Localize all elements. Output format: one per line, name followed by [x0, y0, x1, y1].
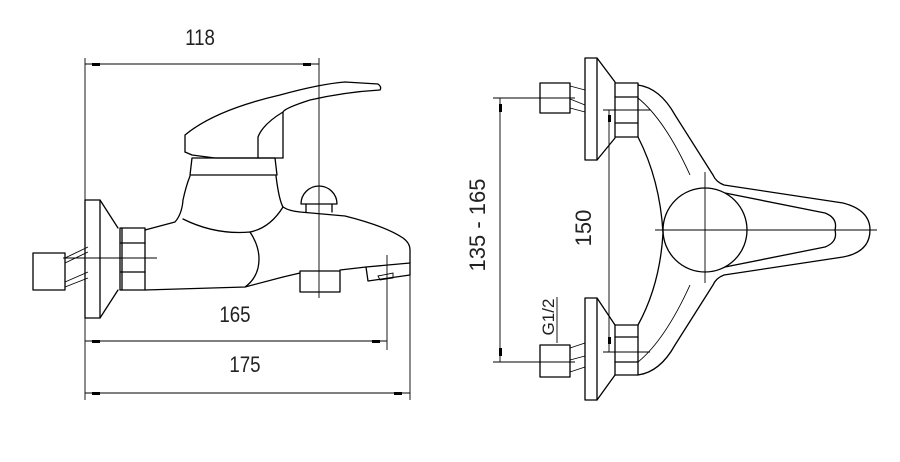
side-view: 118 165 175 [32, 27, 411, 400]
dim-118-label: 118 [185, 27, 215, 51]
dimension-135-165: 135 - 165 [465, 97, 575, 363]
dim-165-label: 165 [219, 304, 250, 328]
side-body [144, 175, 411, 291]
side-wall-flange [84, 199, 119, 319]
top-hot-connection [539, 57, 639, 161]
dim-150-label: 150 [571, 210, 596, 247]
top-view: 135 - 165 150 G1/2 [465, 57, 877, 401]
thread-label: G1/2 [539, 299, 558, 336]
top-centerlines [655, 172, 877, 283]
side-aerator [365, 262, 411, 282]
side-outlet-box [299, 270, 341, 293]
dimension-175: 175 [85, 263, 411, 400]
dim-175-label: 175 [229, 354, 260, 378]
dim-135-165-label: 135 - 165 [465, 179, 490, 272]
dimension-165: 165 [85, 255, 388, 350]
dimension-150: 150 [571, 109, 650, 353]
side-nut [119, 227, 146, 291]
side-diverter-knob [300, 185, 338, 213]
side-inlet-pipe [32, 246, 89, 291]
top-cold-connection [539, 297, 639, 401]
side-lever-handle [184, 81, 382, 159]
side-collar [189, 157, 278, 176]
thread-annotation: G1/2 [539, 297, 558, 343]
dimension-118: 118 [84, 27, 320, 400]
